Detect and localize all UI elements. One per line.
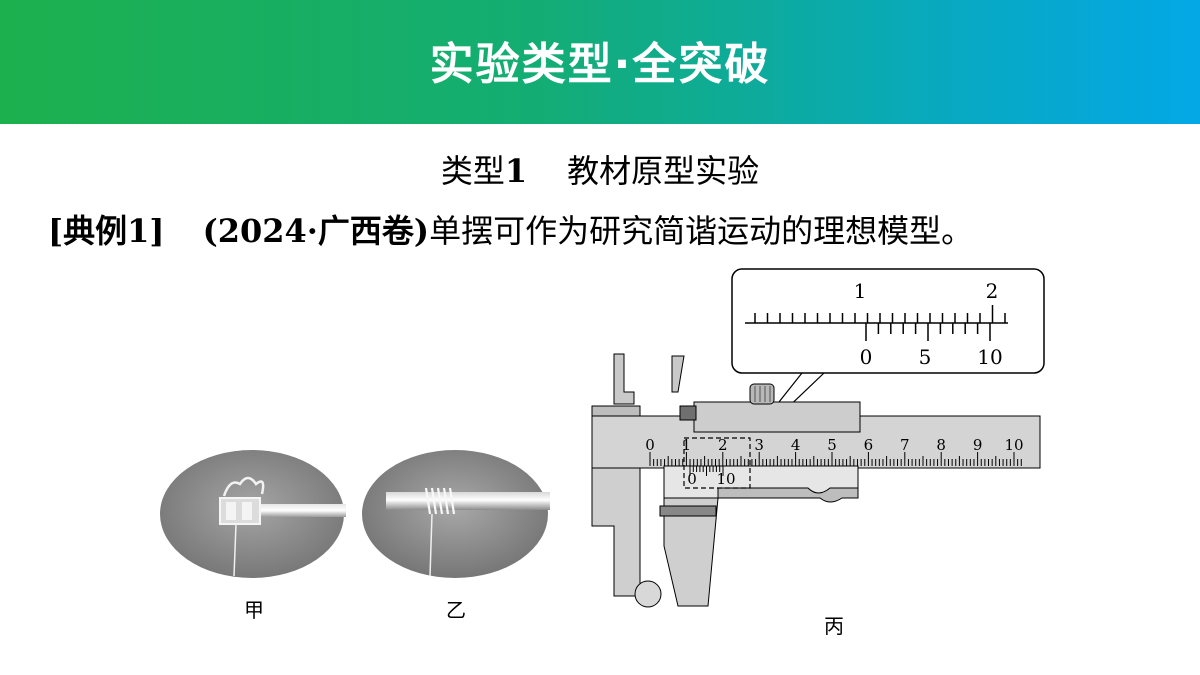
figure-jia-photo <box>160 450 346 578</box>
example-statement: [典例1] (2024·广西卷)单摆可作为研究简谐运动的理想模型。 <box>48 206 973 252</box>
magnified-vernier-number: 0 <box>860 345 873 369</box>
figure-bing-caliper: 1 2 0 5 10 0 1 2 3 4 5 6 7 8 9 10 0 10 <box>591 268 1045 608</box>
magnified-vernier-number: 10 <box>977 345 1002 369</box>
figure-bing-label: 丙 <box>824 614 844 638</box>
highlight-region <box>683 437 751 489</box>
main-scale-number: 9 <box>973 436 983 454</box>
main-scale-number: 4 <box>791 436 801 454</box>
main-scale-number: 2 <box>718 436 728 454</box>
figure-yi-label: 乙 <box>446 598 466 622</box>
header-banner: 实验类型·全突破 <box>0 0 1200 124</box>
main-scale-number: 5 <box>827 436 837 454</box>
magnified-vernier-number: 5 <box>919 345 932 369</box>
vernier-number: 10 <box>716 470 735 488</box>
section-title-text: 教材原型实验 <box>567 152 760 190</box>
vernier-number: 0 <box>687 470 697 488</box>
main-scale-number: 3 <box>754 436 764 454</box>
figure-jia-label: 甲 <box>244 598 264 622</box>
example-tag: [典例1] <box>48 212 165 250</box>
section-title-number: 1 <box>504 152 528 190</box>
banner-title: 实验类型·全突破 <box>429 39 771 90</box>
example-text: 单摆可作为研究简谐运动的理想模型。 <box>429 212 974 250</box>
main-scale-number: 6 <box>864 436 874 454</box>
magnified-main-number: 2 <box>986 279 999 303</box>
magnified-main-number: 1 <box>854 279 867 303</box>
section-title: 类型1 教材原型实验 <box>0 146 1200 192</box>
example-source: (2024·广西卷) <box>202 212 430 250</box>
main-scale-number: 1 <box>682 436 692 454</box>
main-scale-number: 0 <box>645 436 655 454</box>
main-scale-number: 10 <box>1004 436 1023 454</box>
figure-yi-photo <box>362 450 550 578</box>
magnified-view-box <box>731 268 1045 374</box>
main-scale-number: 8 <box>936 436 946 454</box>
main-scale-number: 7 <box>900 436 910 454</box>
section-title-prefix: 类型 <box>440 152 505 190</box>
